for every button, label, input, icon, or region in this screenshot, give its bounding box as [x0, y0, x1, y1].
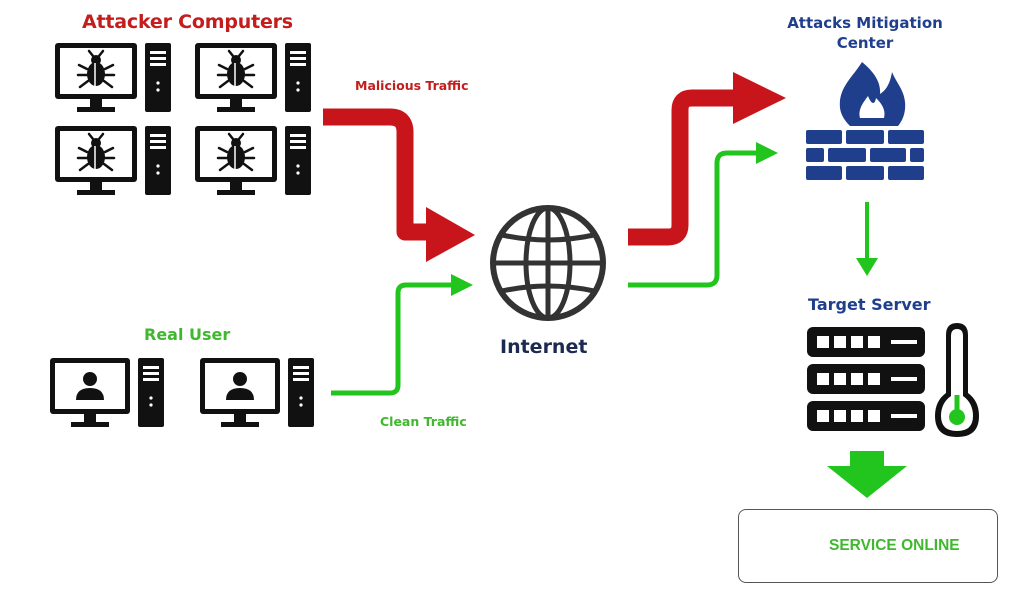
attacker-computers-title: Attacker Computers: [82, 11, 293, 33]
attacker-computer-icon: [53, 124, 173, 197]
globe-icon: [490, 205, 606, 321]
attacker-computers-group: [53, 41, 313, 197]
service-status-text: SERVICE ONLINE: [829, 537, 960, 554]
clean-traffic-label: Clean Traffic: [380, 414, 467, 429]
mitigation-title-line2: Center: [836, 34, 894, 52]
thermometer-icon: [935, 323, 979, 437]
real-user-title: Real User: [144, 325, 231, 344]
real-user-computers-group: [50, 358, 314, 427]
down-arrow-icon: [827, 451, 907, 498]
flame-icon: [839, 62, 906, 126]
internet-label: Internet: [500, 336, 588, 358]
real-user-computer-icon: [200, 358, 314, 427]
malicious-traffic-arrow-out: [628, 72, 786, 246]
clean-traffic-arrow-in: [331, 274, 473, 396]
attacker-computer-icon: [53, 41, 173, 114]
mitigation-center-title: Attacks Mitigation Center: [760, 13, 970, 53]
server-rack-icon: [807, 327, 925, 431]
clean-traffic-arrow-out: [628, 142, 778, 288]
malicious-traffic-label: Malicious Traffic: [355, 78, 469, 93]
real-user-computer-icon: [50, 358, 164, 427]
firewall-icon: [806, 62, 924, 180]
attacker-computer-icon: [193, 41, 313, 114]
mitigation-title-line1: Attacks Mitigation: [787, 14, 943, 32]
target-server-title: Target Server: [808, 295, 931, 314]
filtered-traffic-arrow: [856, 202, 878, 276]
malicious-traffic-arrow-in: [323, 108, 475, 262]
service-status-box: SERVICE ONLINE: [738, 509, 998, 583]
attacker-computer-icon: [193, 124, 313, 197]
